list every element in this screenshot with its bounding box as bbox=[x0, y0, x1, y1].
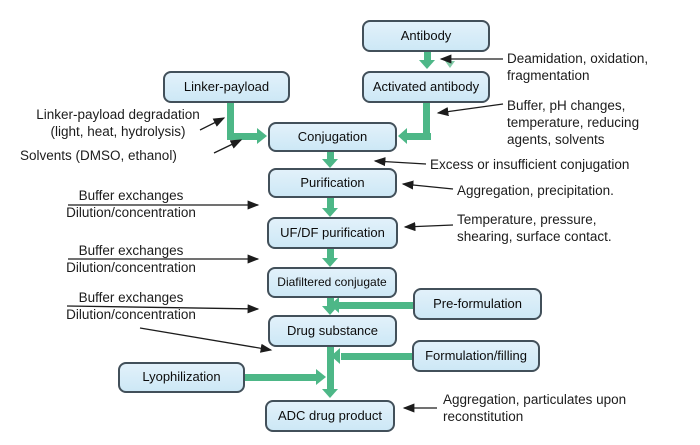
arrow-temperature-pressure bbox=[403, 222, 454, 232]
node-activated-antibody: Activated antibody bbox=[362, 71, 490, 103]
connector-drugsubstance-adc bbox=[327, 347, 334, 390]
annotation-aggregation-precipitation: Aggregation, precipitation. bbox=[457, 183, 614, 198]
node-ufdf-purification: UF/DF purification bbox=[267, 217, 398, 249]
annotation-aggregation-reconstitution: Aggregation, particulates upon reconstit… bbox=[443, 392, 627, 424]
annotation-temperature-pressure: Temperature, pressure, shearing, surface… bbox=[457, 212, 612, 244]
arrowhead-lyophilization bbox=[316, 369, 326, 385]
connector-lyophilization bbox=[245, 374, 317, 381]
node-formulation-filling: Formulation/filling bbox=[412, 340, 540, 372]
connector-purification-ufdf bbox=[327, 198, 334, 209]
annotation-buffer-ph: Buffer, pH changes, temperature, reducin… bbox=[507, 98, 640, 147]
node-pre-formulation: Pre-formulation bbox=[413, 288, 542, 320]
annotation-excess-conjugation: Excess or insufficient conjugation bbox=[430, 157, 630, 172]
annotation-buffer-exchanges-3: Buffer exchanges Dilution/concentration bbox=[66, 290, 196, 322]
arrowhead-purification-ufdf bbox=[322, 208, 338, 217]
connector-antibody-activated bbox=[424, 52, 431, 60]
node-purification: Purification bbox=[268, 168, 397, 198]
node-antibody: Antibody bbox=[362, 20, 490, 52]
connector-ufdf-diafiltered bbox=[327, 249, 334, 259]
annotation-linker-degradation: Linker-payload degradation (light, heat,… bbox=[36, 107, 200, 139]
arrowhead-antibody-activated bbox=[419, 60, 435, 69]
annotation-solvents: Solvents (DMSO, ethanol) bbox=[20, 148, 177, 163]
connector-formulationfilling bbox=[341, 353, 412, 360]
arrowhead-ufdf-diafiltered bbox=[322, 258, 338, 267]
arrowhead-linkerpayload-conjugation bbox=[257, 128, 267, 144]
node-drug-substance: Drug substance bbox=[268, 315, 397, 347]
connector-activated-horizontal bbox=[407, 133, 431, 140]
arrowhead-conjugation-purification bbox=[322, 159, 338, 168]
arrowhead-activated-conjugation bbox=[398, 128, 407, 144]
arrow-aggregation-precipitation bbox=[401, 180, 454, 190]
node-lyophilization: Lyophilization bbox=[118, 362, 245, 393]
arrowhead-drugsubstance-adc bbox=[322, 389, 338, 398]
arrowhead-preformulation bbox=[330, 297, 339, 313]
node-linker-payload: Linker-payload bbox=[163, 71, 290, 103]
node-adc-drug-product: ADC drug product bbox=[265, 400, 395, 432]
arrow-buffer-ph bbox=[436, 103, 504, 117]
arrowhead-small-activated-input bbox=[445, 61, 455, 68]
annotation-buffer-exchanges-2: Buffer exchanges Dilution/concentration bbox=[66, 243, 196, 275]
annotation-buffer-exchanges-1: Buffer exchanges Dilution/concentration bbox=[66, 188, 196, 220]
arrow-buffer-exchanges-3b bbox=[139, 327, 273, 353]
node-diafiltered-conjugate: Diafiltered conjugate bbox=[267, 267, 397, 298]
annotation-deamidation: Deamidation, oxidation, fragmentation bbox=[507, 51, 649, 83]
connector-activated-vertical bbox=[423, 103, 430, 140]
node-conjugation: Conjugation bbox=[268, 122, 397, 152]
connector-linkerpayload-vertical bbox=[227, 103, 234, 140]
connector-conjugation-purification bbox=[327, 152, 334, 160]
arrow-excess-conjugation bbox=[373, 157, 427, 167]
connector-preformulation bbox=[338, 302, 413, 309]
arrowhead-formulationfilling bbox=[331, 348, 340, 364]
connector-linkerpayload-horizontal bbox=[227, 133, 258, 140]
